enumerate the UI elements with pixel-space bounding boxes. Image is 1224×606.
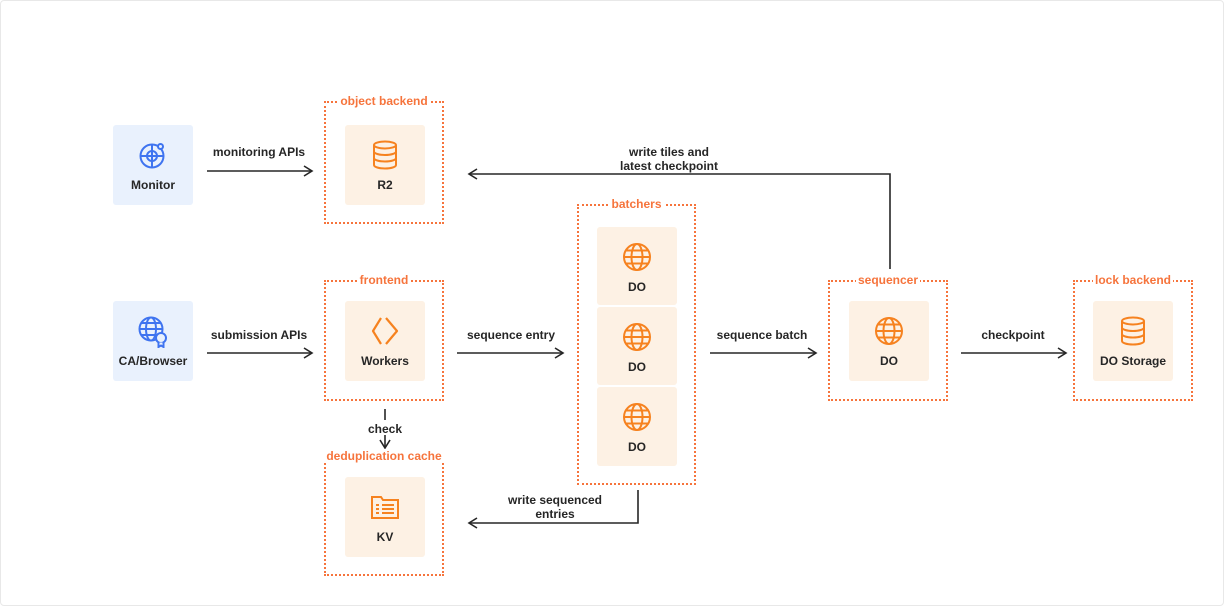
r2-node: R2 xyxy=(345,125,425,205)
kv-node: KV xyxy=(345,477,425,557)
batcher-do-node: DO xyxy=(597,227,677,305)
batcher-do-node: DO xyxy=(597,387,677,466)
edge-label-checkpoint: checkpoint xyxy=(981,328,1045,342)
kv-folder-icon xyxy=(371,496,399,519)
do-storage-label: DO Storage xyxy=(1099,354,1166,368)
database-icon xyxy=(373,140,397,170)
group-sequencer: sequencer xyxy=(828,273,948,401)
write-sequenced-arrow xyxy=(467,490,639,529)
sequencer-do-label: DO xyxy=(880,354,898,368)
group-label-sequencer: sequencer xyxy=(855,273,921,287)
group-label-batchers: batchers xyxy=(609,197,664,211)
batcher-do-label: DO xyxy=(628,440,646,454)
group-label-lock-backend: lock backend xyxy=(1092,273,1174,287)
database-icon xyxy=(1121,316,1145,346)
r2-label: R2 xyxy=(377,178,393,192)
monitor-globe-icon xyxy=(139,143,165,169)
kv-label: KV xyxy=(376,530,394,544)
group-deduplication-cache: deduplication cache xyxy=(324,449,444,576)
edge-label-sequence-batch: sequence batch xyxy=(716,328,808,342)
edge-label-write-tiles-line2: latest checkpoint xyxy=(619,159,719,173)
write-tiles-arrow xyxy=(467,168,891,269)
ca-browser-node: CA/Browser xyxy=(113,301,193,381)
edge-label-check: check xyxy=(367,422,403,436)
globe-icon xyxy=(875,317,903,345)
edge-label-write-tiles-line1: write tiles and xyxy=(628,145,710,159)
edge-label-submission-apis: submission APIs xyxy=(210,328,308,342)
edge-label-write-sequenced-line1: write sequenced xyxy=(507,493,603,507)
sequencer-do-node: DO xyxy=(849,301,929,381)
group-object-backend: object backend xyxy=(324,94,444,224)
batcher-do-node: DO xyxy=(597,307,677,385)
group-batchers: batchers xyxy=(577,197,696,485)
workers-label: Workers xyxy=(361,354,409,368)
workers-node: Workers xyxy=(345,301,425,381)
globe-icon xyxy=(623,323,651,351)
monitor-label: Monitor xyxy=(131,178,175,192)
group-label-deduplication-cache: deduplication cache xyxy=(324,449,444,463)
globe-icon xyxy=(623,243,651,271)
edge-label-monitoring-apis: monitoring APIs xyxy=(212,145,306,159)
group-label-frontend: frontend xyxy=(357,273,411,287)
group-frontend: frontend xyxy=(324,273,444,401)
ca-browser-label: CA/Browser xyxy=(118,354,188,368)
certificate-globe-icon xyxy=(138,316,167,348)
group-label-object-backend: object backend xyxy=(338,94,430,108)
monitor-node: Monitor xyxy=(113,125,193,205)
group-lock-backend: lock backend xyxy=(1073,273,1193,401)
do-storage-node: DO Storage xyxy=(1093,301,1173,381)
workers-chevrons-icon xyxy=(371,317,399,345)
globe-icon xyxy=(623,403,651,431)
batcher-do-label: DO xyxy=(628,280,646,294)
edge-label-sequence-entry: sequence entry xyxy=(466,328,556,342)
batcher-do-label: DO xyxy=(628,360,646,374)
edge-label-write-sequenced-line2: entries xyxy=(535,507,575,521)
